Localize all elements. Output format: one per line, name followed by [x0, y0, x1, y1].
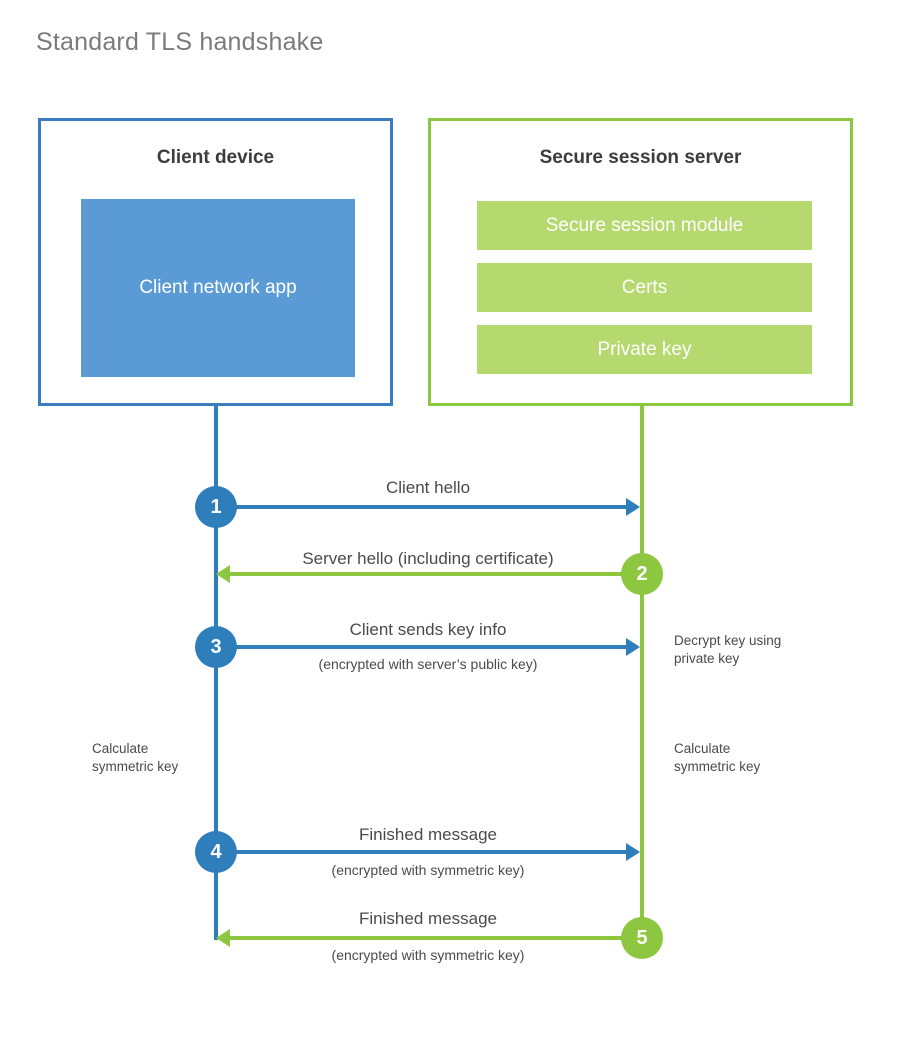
page-title: Standard TLS handshake: [36, 28, 324, 56]
client-device-title: Client device: [156, 147, 275, 168]
step-1-arrow-line: [216, 505, 626, 509]
server-module-certs: Certs: [477, 263, 812, 312]
server-module-secure-session: Secure session module: [477, 201, 812, 250]
client-network-app-block: Client network app: [81, 199, 355, 377]
step-4-sublabel: (encrypted with symmetric key): [331, 862, 525, 878]
step-1-arrow-head-icon: [626, 498, 640, 516]
step-1-label: Client hello: [385, 478, 471, 497]
step-5-sublabel: (encrypted with symmetric key): [331, 947, 525, 963]
step-5-arrow-head-icon: [216, 929, 230, 947]
step-4-badge: 4: [195, 831, 237, 873]
step-3-badge: 3: [195, 626, 237, 668]
step-2-badge: 2: [621, 553, 663, 595]
step-2-label: Server hello (including certificate): [302, 549, 554, 568]
client-lifeline: [214, 406, 218, 940]
step-4-arrow-head-icon: [626, 843, 640, 861]
server-module-list: Secure session module Certs Private key: [477, 201, 812, 374]
step-3-sublabel: (encrypted with server’s public key): [318, 656, 538, 672]
step-4-label: Finished message: [359, 825, 497, 844]
client-calculate-annotation: Calculate symmetric key: [92, 741, 179, 775]
step-3-arrow-line: [216, 645, 626, 649]
step-4-arrow-line: [216, 850, 626, 854]
step-5-label: Finished message: [359, 909, 497, 928]
server-module-private-key: Private key: [477, 325, 812, 374]
server-lifeline: [640, 406, 644, 940]
secure-session-server-title: Secure session server: [539, 147, 742, 168]
secure-session-server-box: Secure session server Secure session mod…: [428, 118, 853, 406]
server-calculate-annotation: Calculate symmetric key: [674, 741, 761, 775]
step-3-label: Client sends key info: [349, 620, 507, 639]
step-2-arrow-line: [230, 572, 626, 576]
step-1-badge: 1: [195, 486, 237, 528]
step-3-arrow-head-icon: [626, 638, 640, 656]
step-2-arrow-head-icon: [216, 565, 230, 583]
step-5-badge: 5: [621, 917, 663, 959]
server-decrypt-annotation: Decrypt key using private key: [674, 633, 782, 667]
client-device-box: Client device Client network app: [38, 118, 393, 406]
step-5-arrow-line: [230, 936, 626, 940]
